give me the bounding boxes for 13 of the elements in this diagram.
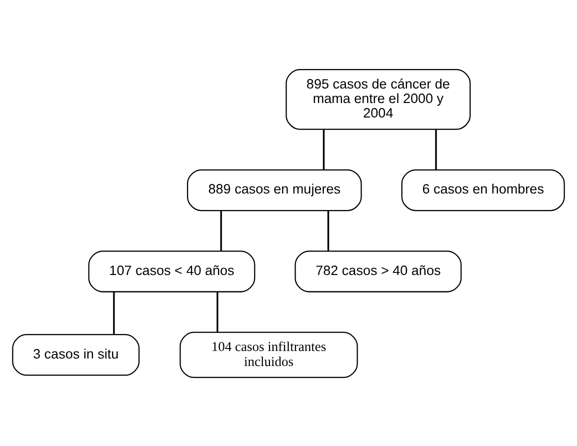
connector: [216, 292, 218, 332]
node-box: 3 casos in situ: [12, 334, 140, 376]
node-box: 782 casos > 40 años: [294, 250, 462, 292]
connector: [322, 129, 325, 170]
connector: [327, 210, 330, 250]
node-box: 104 casos infiltrantes incluidos: [180, 331, 358, 378]
connector: [435, 129, 437, 170]
connector: [220, 210, 222, 250]
node-box: 6 casos en hombres: [401, 168, 565, 211]
node-box: 107 casos < 40 años: [88, 250, 256, 292]
node-box: 895 casos de cáncer de mama entre el 2000 y 2004: [286, 68, 471, 130]
connector: [113, 292, 115, 334]
node-box: 889 casos en mujeres: [186, 168, 362, 211]
